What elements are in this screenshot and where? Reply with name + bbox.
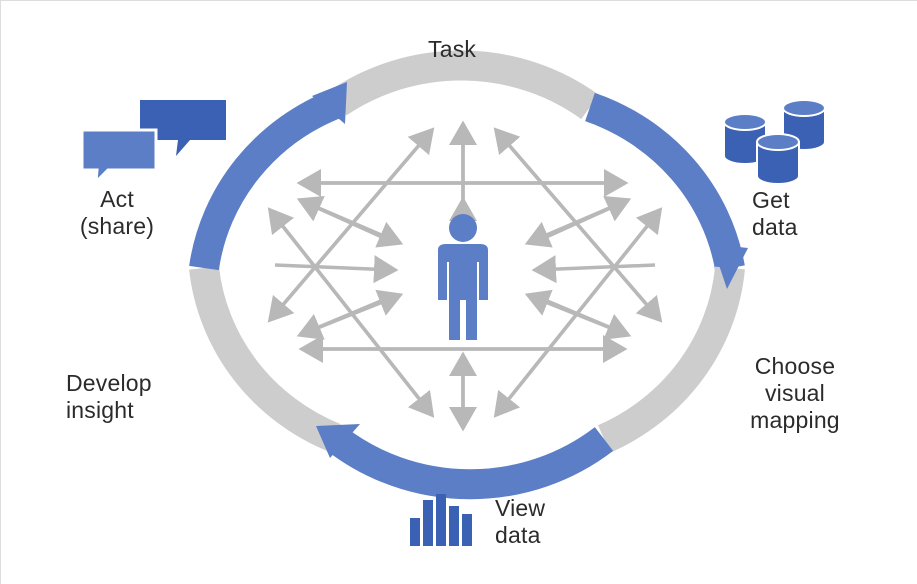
ring-arrowhead-view-data (316, 424, 360, 458)
ring-arc-act (189, 88, 344, 271)
ring-arrowheads (312, 82, 748, 458)
interaction-arrows (267, 120, 663, 432)
speech-bubbles-icon (80, 100, 226, 186)
step-label-task: Task (428, 36, 477, 62)
ring-arrowhead-act (312, 82, 347, 124)
step-label-view-data: View data (495, 495, 546, 548)
ring-arc-choose-mapping (597, 266, 745, 453)
step-label-choose-visual-mapping: Choose visual mapping (750, 353, 840, 433)
ring-arc-task (329, 50, 599, 120)
arrow-center-5 (274, 255, 399, 284)
step-label-develop-insight: Develop insight (66, 370, 152, 423)
ring-arrowhead-get-data (712, 244, 748, 289)
ring-arc-view-data (325, 426, 614, 500)
cycle-ring (189, 50, 745, 500)
ring-arc-get-data (584, 92, 745, 271)
database-icon (723, 99, 826, 185)
arrow-center-6 (531, 255, 656, 284)
step-label-get-data: Get data (752, 187, 798, 240)
step-label-act-share: Act (share) (79, 186, 155, 239)
bar-chart-icon (410, 494, 472, 546)
ring-arc-develop-insight (189, 266, 341, 452)
person-icon (438, 214, 488, 340)
